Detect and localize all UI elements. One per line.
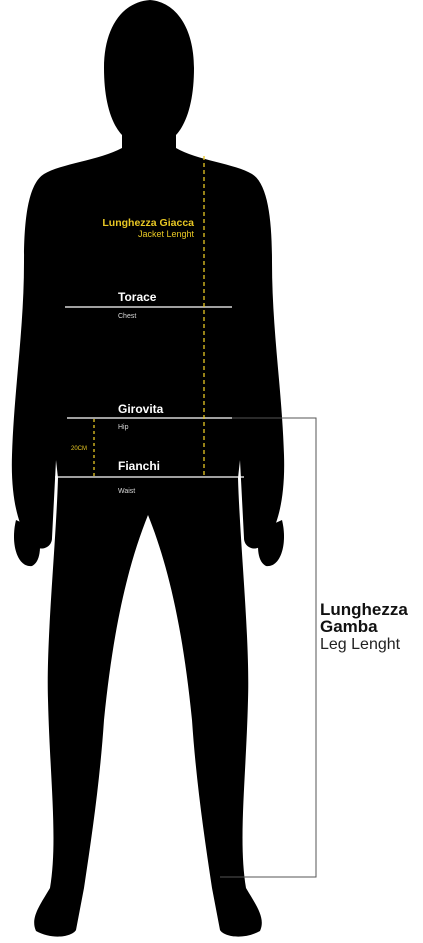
waist-sublabel: Hip (118, 424, 129, 431)
waist-label: Girovita (118, 403, 163, 416)
jacket-length-label: Lunghezza Giacca (94, 218, 194, 229)
offset-label: 20CM (71, 446, 87, 452)
jacket-length-sublabel: Jacket Lenght (94, 230, 194, 239)
leg-length-label-line2: Gamba (320, 619, 378, 635)
leg-length-sublabel: Leg Lenght (320, 637, 400, 654)
hips-label: Fianchi (118, 460, 160, 473)
leg-length-label-line1: Lunghezza (320, 602, 408, 618)
hips-sublabel: Waist (118, 488, 135, 495)
chest-label: Torace (118, 291, 156, 304)
chest-sublabel: Chest (118, 313, 136, 320)
